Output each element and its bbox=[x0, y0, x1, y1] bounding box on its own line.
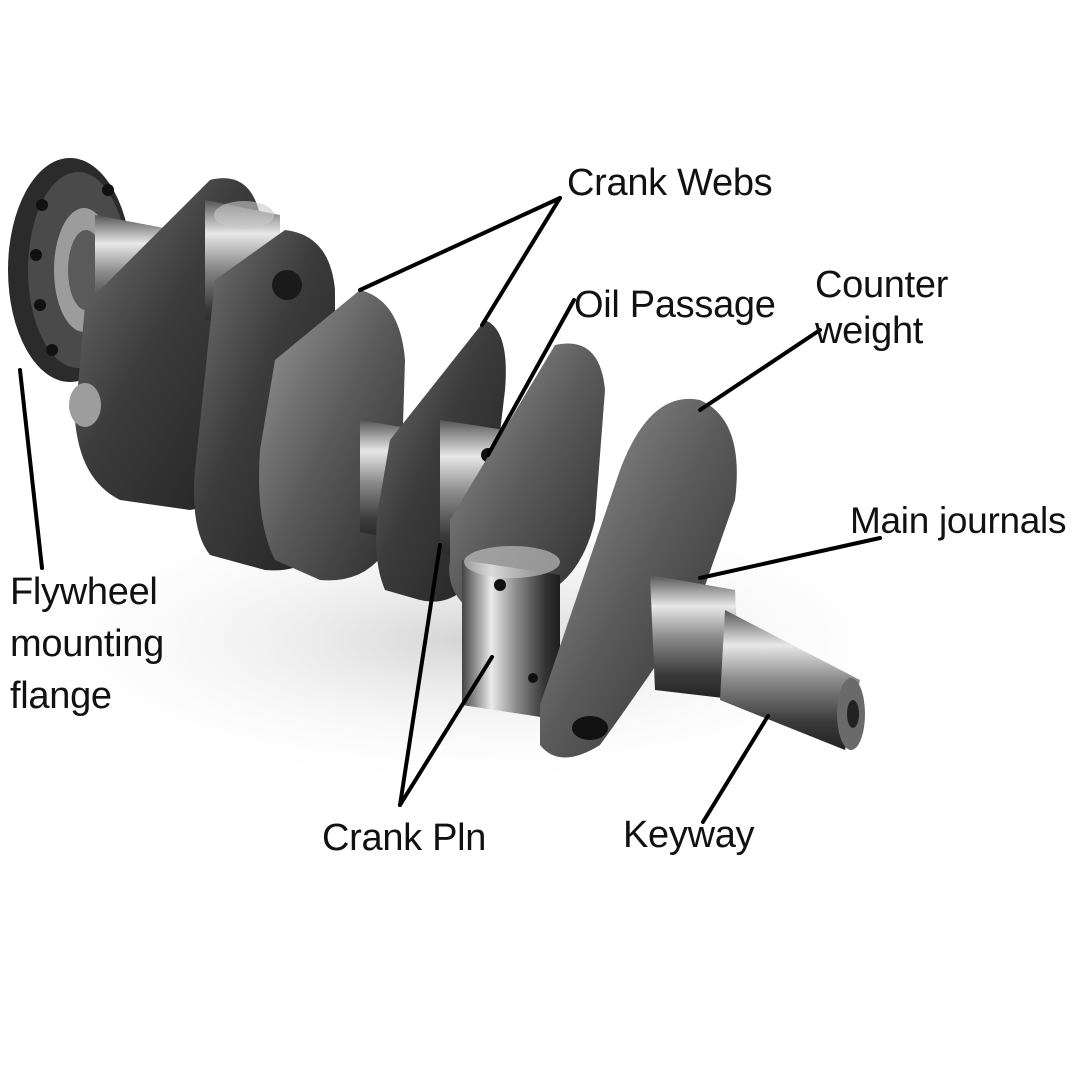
label-flywheel-mounting-flange: Flywheel mounting flange bbox=[10, 566, 164, 722]
label-main-journals: Main journals bbox=[850, 500, 1067, 541]
leader-crank-pin-a bbox=[398, 543, 442, 807]
label-flywheel-line3: flange bbox=[10, 675, 112, 717]
main-journal-front bbox=[650, 575, 740, 700]
leader-crank-webs-b bbox=[480, 196, 562, 327]
crank-web-5 bbox=[449, 343, 605, 610]
leader-keyway bbox=[701, 714, 770, 824]
leader-main-journals bbox=[698, 536, 882, 580]
counter-weight-hole bbox=[572, 716, 608, 740]
label-oil-passage: Oil Passage bbox=[574, 284, 776, 326]
leader-flywheel bbox=[18, 368, 44, 570]
leader-crank-pin-b bbox=[398, 655, 494, 807]
label-counter-weight-line1: Counter bbox=[815, 264, 949, 306]
label-keyway: Keyway bbox=[623, 814, 755, 856]
label-flywheel-line1: Flywheel bbox=[10, 571, 158, 613]
leader-crank-webs-a bbox=[358, 196, 562, 292]
label-flywheel-line2: mounting bbox=[10, 623, 164, 665]
keyway-nose bbox=[720, 610, 860, 750]
leader-counter-weight bbox=[698, 328, 822, 412]
label-counter-weight-line2: weight bbox=[815, 310, 924, 352]
counter-weight bbox=[540, 398, 737, 758]
oil-hole-2 bbox=[272, 270, 302, 300]
label-counter-weight: Counter weight bbox=[815, 262, 948, 354]
oil-hole-1 bbox=[69, 383, 101, 427]
label-crank-pin: Crank Pln bbox=[322, 817, 487, 859]
label-crank-webs: Crank Webs bbox=[567, 162, 773, 204]
leader-oil-passage bbox=[486, 298, 576, 457]
crank-pin-hole bbox=[494, 579, 506, 591]
leader-lines bbox=[18, 196, 882, 824]
